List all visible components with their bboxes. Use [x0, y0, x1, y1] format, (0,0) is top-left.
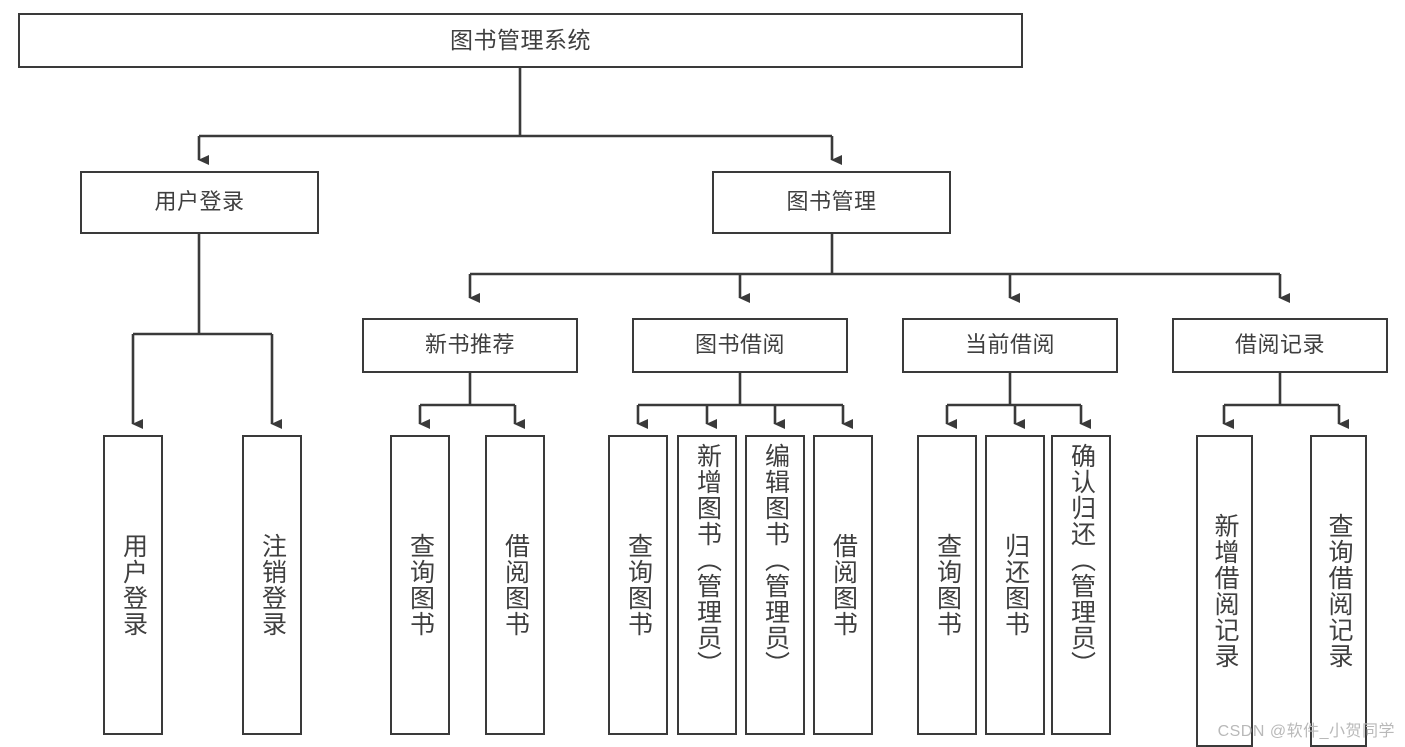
- node-current-borrow[interactable]: 当前借阅: [902, 318, 1118, 373]
- leaf-add-book-admin[interactable]: 新增图书（管理员）: [677, 435, 737, 735]
- node-label: 新增图书（管理员）: [693, 443, 722, 677]
- leaf-borrow-book[interactable]: 借阅图书: [813, 435, 873, 735]
- node-label: 新增借阅记录: [1211, 513, 1239, 669]
- node-new-book-recommend[interactable]: 新书推荐: [362, 318, 578, 373]
- node-label: 用户登录: [154, 189, 245, 215]
- leaf-logout-login[interactable]: 注销登录: [242, 435, 302, 735]
- node-label: 编辑图书（管理员）: [761, 443, 790, 677]
- node-label: 查询图书: [406, 533, 435, 637]
- node-label: 新书推荐: [424, 332, 515, 358]
- node-label: 归还图书: [1001, 533, 1030, 637]
- leaf-borrow-book-recommend[interactable]: 借阅图书: [485, 435, 545, 735]
- node-label: 图书管理系统: [450, 26, 591, 53]
- leaf-return-book[interactable]: 归还图书: [985, 435, 1045, 735]
- leaf-query-book-current[interactable]: 查询图书: [917, 435, 977, 735]
- node-label: 当前借阅: [964, 332, 1055, 358]
- watermark: CSDN @软件_小贺同学: [1217, 723, 1395, 740]
- leaf-edit-book-admin[interactable]: 编辑图书（管理员）: [745, 435, 805, 735]
- node-label: 图书管理: [786, 189, 877, 215]
- leaf-confirm-return-admin[interactable]: 确认归还（管理员）: [1051, 435, 1111, 735]
- node-label: 注销登录: [258, 533, 287, 637]
- leaf-add-borrow-record[interactable]: 新增借阅记录: [1196, 435, 1253, 747]
- leaf-query-borrow-record[interactable]: 查询借阅记录: [1310, 435, 1367, 747]
- leaf-query-book-borrow[interactable]: 查询图书: [608, 435, 668, 735]
- node-borrow-record[interactable]: 借阅记录: [1172, 318, 1388, 373]
- node-book-borrow[interactable]: 图书借阅: [632, 318, 848, 373]
- node-user-login[interactable]: 用户登录: [80, 171, 319, 234]
- node-root-system[interactable]: 图书管理系统: [18, 13, 1023, 68]
- node-label: 确认归还（管理员）: [1067, 443, 1096, 677]
- node-label: 用户登录: [119, 533, 148, 637]
- node-label: 借阅记录: [1234, 332, 1325, 358]
- leaf-user-login[interactable]: 用户登录: [103, 435, 163, 735]
- node-label: 查询图书: [933, 533, 962, 637]
- node-label: 查询借阅记录: [1325, 513, 1353, 669]
- node-label: 借阅图书: [501, 533, 530, 637]
- node-label: 图书借阅: [694, 332, 785, 358]
- node-label: 查询图书: [624, 533, 653, 637]
- leaf-query-book-recommend[interactable]: 查询图书: [390, 435, 450, 735]
- node-book-management[interactable]: 图书管理: [712, 171, 951, 234]
- node-label: 借阅图书: [829, 533, 858, 637]
